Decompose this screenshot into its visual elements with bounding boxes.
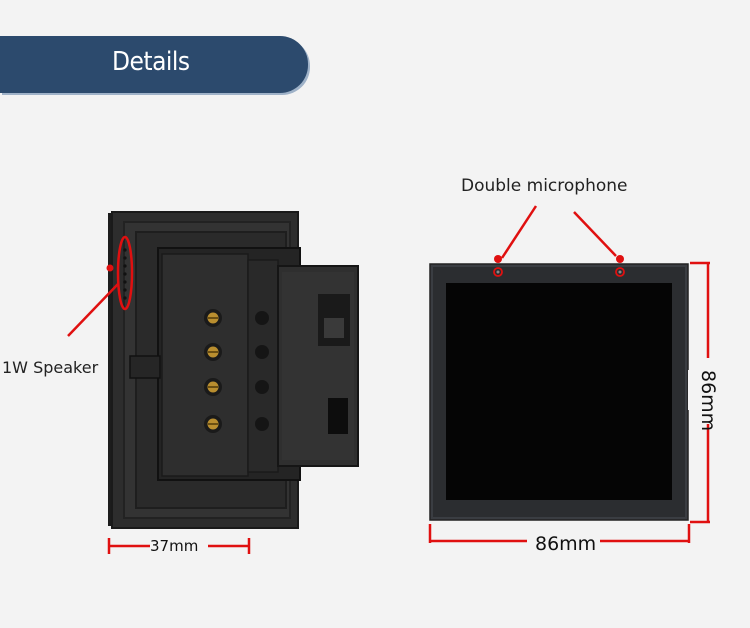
depth-dimension-label: 37mm [150, 537, 199, 555]
width-dimension-label: 86mm [531, 533, 601, 555]
device-front-view [429, 263, 689, 521]
mic-left-marker [493, 267, 503, 277]
mic-left-callout-line [500, 205, 538, 259]
device-back-view [108, 211, 359, 529]
speaker-highlight [116, 235, 134, 311]
speaker-callout-line [67, 283, 119, 337]
mic-right-marker [615, 267, 625, 277]
microphone-label: Double microphone [461, 176, 628, 196]
height-dimension-line [690, 261, 710, 524]
speaker-label: 1W Speaker [2, 358, 99, 377]
mic-right-callout-line [573, 211, 617, 257]
height-dimension-label: 86mm [688, 370, 728, 431]
depth-dimension-line [107, 538, 251, 554]
speaker-callout-dot [106, 264, 114, 272]
width-dimension-line [428, 524, 691, 543]
section-title: Details [112, 47, 190, 77]
details-banner: Details [0, 36, 308, 93]
